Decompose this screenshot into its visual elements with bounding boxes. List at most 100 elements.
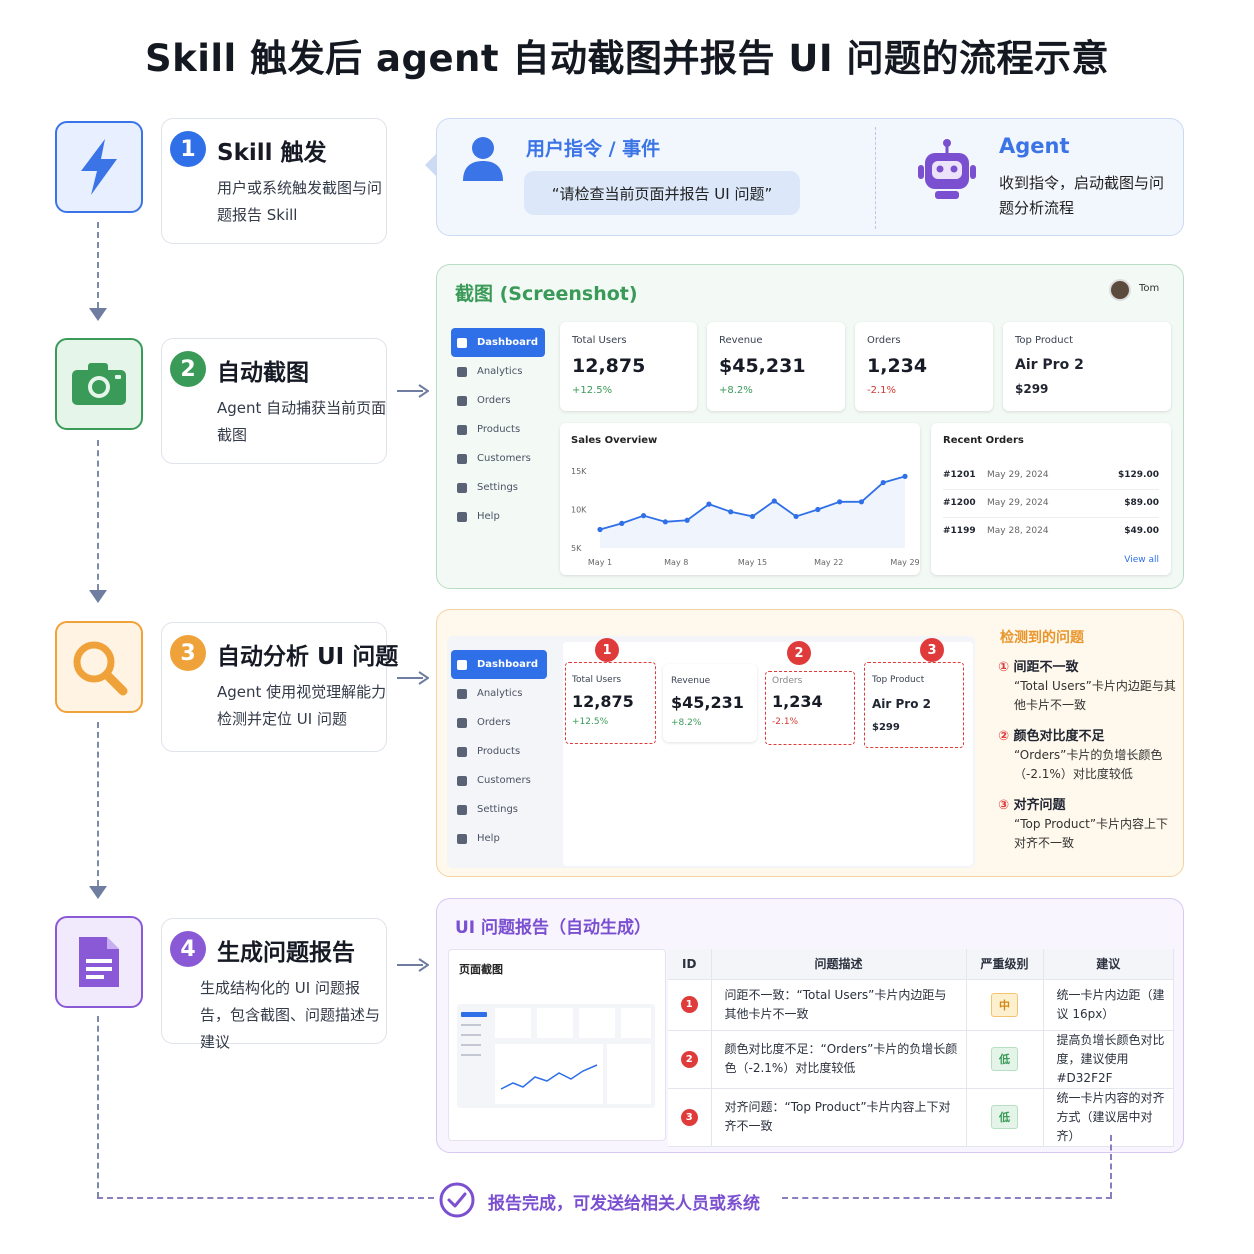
sidebar-item-dashboard[interactable]: Dashboard (451, 328, 545, 357)
thumb-sidebar (461, 1034, 481, 1036)
sidebar-item-settings[interactable]: Settings (451, 473, 545, 502)
user-icon (463, 137, 503, 181)
sales-data-point (662, 519, 668, 525)
users-icon (457, 453, 467, 464)
sales-data-point (684, 517, 690, 523)
sales-data-point (597, 526, 603, 533)
sidebar-item-dashboard[interactable]: Dashboard (451, 650, 547, 679)
issue-description: “Orders”卡片的负增长颜色（-2.1%）对比度较低 (1014, 748, 1163, 781)
sidebar-item-label: Help (477, 511, 500, 522)
sales-overview-title: Sales Overview (571, 435, 658, 446)
step-card-2: 2 自动截图 Agent 自动捕获当前页面截图 (161, 338, 387, 464)
bar-chart-icon (457, 366, 467, 377)
sidebar-item-label: Customers (477, 775, 531, 786)
sales-data-point (815, 506, 821, 513)
sidebar-item-label: Dashboard (477, 659, 538, 670)
kpi-value: Air Pro 2 (872, 697, 931, 711)
issue-description: “Total Users”卡片内边距与其他卡片不一致 (1014, 679, 1176, 712)
bar-chart-icon (457, 688, 467, 699)
x-tick-label: May 1 (588, 558, 612, 567)
kpi-delta: -2.1% (867, 385, 897, 396)
sidebar-item-label: Orders (477, 395, 511, 406)
sidebar-item-analytics[interactable]: Analytics (451, 357, 545, 386)
order-id: #1201 (943, 470, 976, 480)
sidebar-item-settings[interactable]: Settings (451, 795, 547, 824)
sidebar-item-label: Dashboard (477, 337, 538, 348)
issue-item: ③ 对齐问题 “Top Product”卡片内容上下对齐不一致 (998, 794, 1180, 853)
kpi-delta: +8.2% (719, 385, 753, 396)
kpi-card-orders: Orders 1,234 -2.1% (855, 322, 993, 411)
analysis-sidebar: Dashboard Analytics Orders Products Cust… (451, 650, 547, 853)
sidebar-item-help[interactable]: Help (451, 502, 545, 531)
issue-badge-1: 1 (595, 638, 619, 662)
page-thumbnail (457, 1004, 655, 1108)
avatar (1109, 279, 1131, 301)
report-panel: UI 问题报告（自动生成） 页面截图 ID 问题描述 严重级别 建议 1 问距不… (436, 898, 1184, 1153)
issue-highlight-total-users: Total Users 12,875 +12.5% (565, 662, 656, 744)
lightning-icon (81, 139, 117, 195)
sidebar-item-orders[interactable]: Orders (451, 708, 547, 737)
footer-status: 报告完成，可发送给相关人员或系统 (488, 1194, 760, 1214)
issue-title: 颜色对比度不足 (1013, 729, 1105, 744)
thumb-sidebar-active (461, 1012, 487, 1017)
order-id: #1200 (943, 498, 976, 508)
issue-id-badge: 1 (680, 996, 698, 1013)
view-all-link[interactable]: View all (1124, 555, 1159, 565)
kpi-value: $45,231 (671, 693, 744, 712)
severity-badge: 中 (991, 992, 1018, 1017)
y-tick-label: 5K (571, 544, 582, 553)
flow-arrow (397, 958, 429, 972)
issue-highlight-top-product: Top Product Air Pro 2 $299 (864, 662, 964, 748)
sidebar-item-orders[interactable]: Orders (451, 386, 545, 415)
sidebar-item-label: Settings (477, 804, 519, 815)
order-date: May 29, 2024 (987, 470, 1049, 480)
col-header: 严重级别 (966, 949, 1044, 980)
sales-data-point (640, 513, 647, 519)
gear-icon (457, 482, 467, 493)
sidebar-item-customers[interactable]: Customers (451, 766, 547, 795)
thumb-sidebar (461, 1054, 481, 1056)
issue-title: 对齐问题 (1013, 798, 1066, 813)
sidebar-item-products[interactable]: Products (451, 415, 545, 444)
sidebar-item-products[interactable]: Products (451, 737, 547, 766)
footer-connector-left (97, 1197, 434, 1199)
home-icon (457, 659, 467, 670)
issue-title: 间距不一致 (1013, 660, 1079, 675)
sidebar-item-analytics[interactable]: Analytics (451, 679, 547, 708)
flow-arrow (397, 671, 429, 685)
sidebar-item-help[interactable]: Help (451, 824, 547, 853)
y-tick-label: 10K (571, 506, 587, 515)
col-header: 建议 (1043, 949, 1174, 980)
magnifier-icon (73, 641, 128, 696)
order-amount: $89.00 (1124, 498, 1159, 508)
order-amount: $49.00 (1124, 526, 1159, 536)
sidebar-item-customers[interactable]: Customers (451, 444, 545, 473)
footer-connector-up (1110, 1135, 1112, 1198)
orders-icon (457, 717, 467, 728)
flow-arrowhead (89, 886, 107, 899)
flow-arrow (397, 384, 429, 398)
sales-data-point (837, 499, 843, 505)
step-description: 生成结构化的 UI 问题报告，包含截图、问题描述与建议 (200, 979, 381, 1051)
trigger-panel: 用户指令 / 事件 “请检查当前页面并报告 UI 问题” Agent 收到指令，… (425, 118, 1184, 236)
flow-connector (97, 722, 99, 886)
camera-icon (72, 363, 126, 405)
table-row: 1 问距不一致：“Total Users”卡片内边距与其他卡片不一致 中 统一卡… (668, 979, 1174, 1031)
box-icon (457, 424, 467, 435)
order-date: May 28, 2024 (987, 526, 1049, 536)
screenshot-panel: 截图 (Screenshot) Tom Dashboard Analytics … (436, 264, 1184, 589)
thumb-sidebar (461, 1024, 481, 1026)
issue-description: 颜色对比度不足：“Orders”卡片的负增长颜色（-2.1%）对比度较低 (711, 1030, 967, 1089)
kpi-label: Revenue (719, 335, 763, 346)
kpi-delta: -2.1% (772, 717, 799, 727)
kpi-label: Top Product (872, 675, 925, 685)
page-title: Skill 触发后 agent 自动截图并报告 UI 问题的流程示意 (144, 37, 1110, 80)
issue-mark: ③ (998, 798, 1010, 813)
thumb-card (495, 1008, 531, 1038)
col-header: 问题描述 (711, 949, 967, 980)
sales-data-point (771, 498, 777, 504)
